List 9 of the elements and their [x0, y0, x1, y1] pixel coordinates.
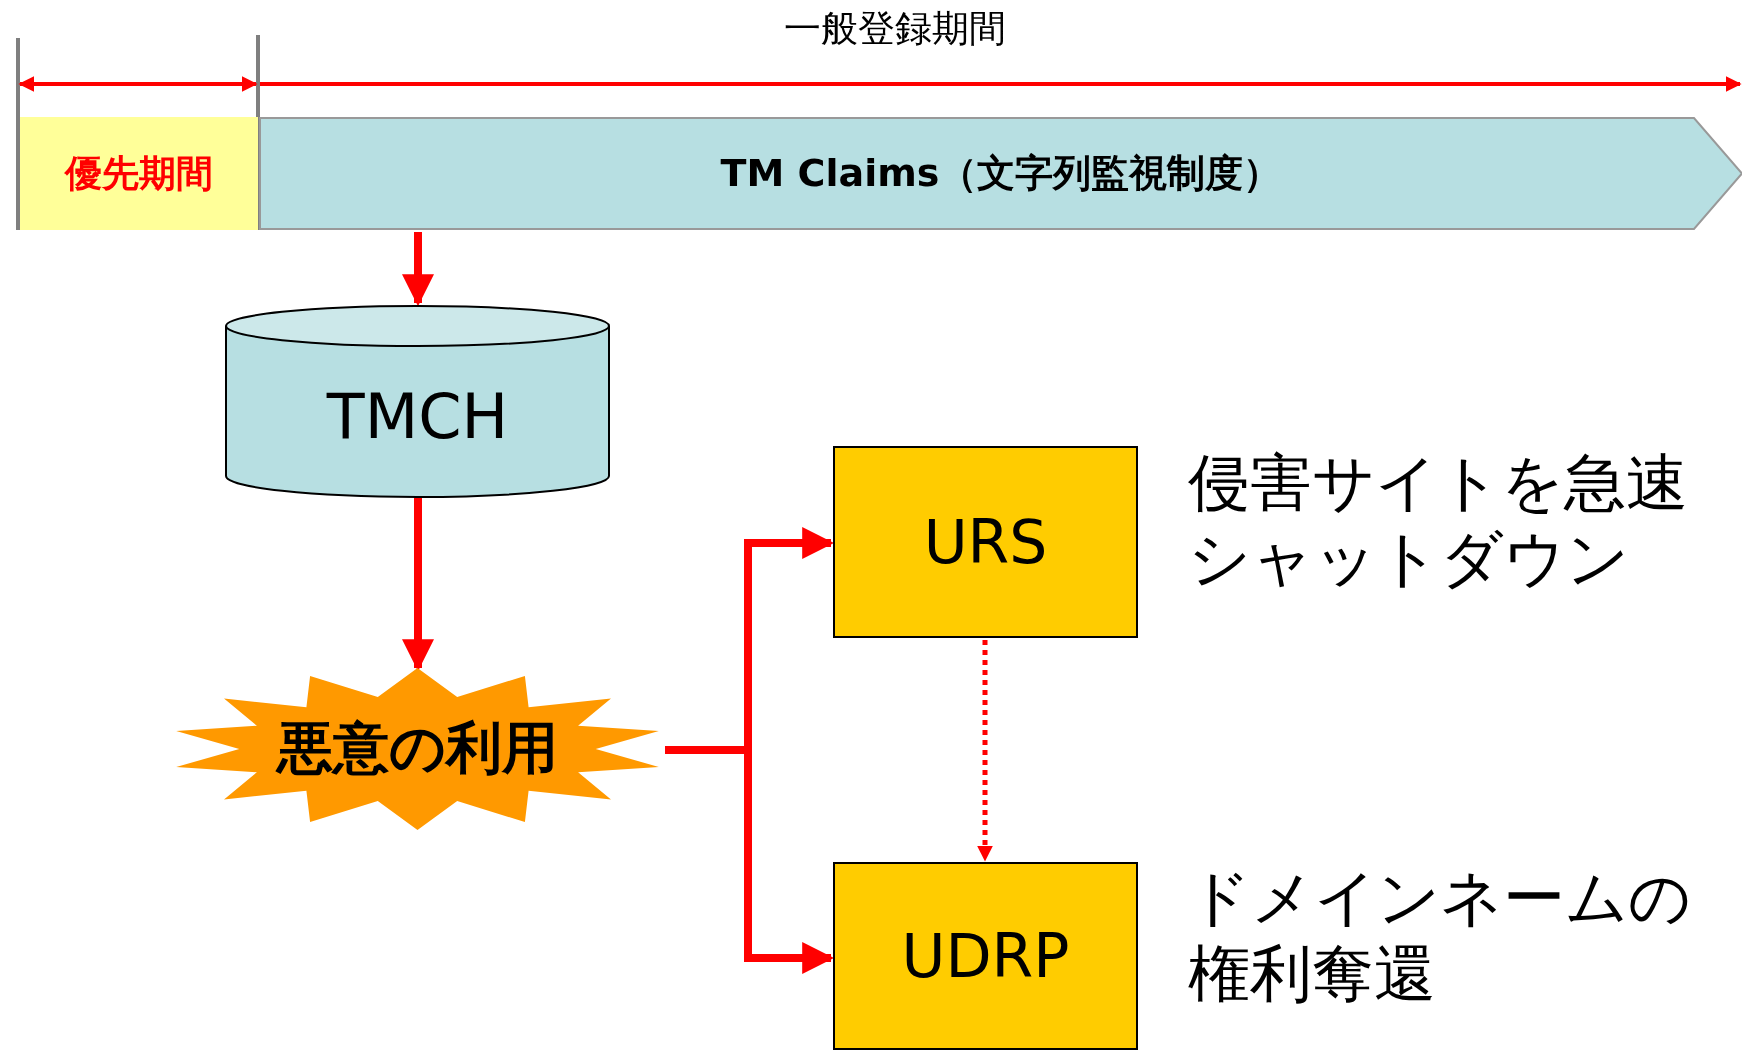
period-label: 一般登録期間: [783, 6, 1007, 52]
arrow: [977, 640, 993, 862]
period-band: TM Claims（文字列監視制度）: [260, 117, 1742, 230]
description-text: ドメインネームの権利奪還: [1188, 860, 1692, 1012]
period-box: 優先期間: [20, 117, 258, 230]
database-cylinder: TMCH: [225, 305, 610, 497]
process-box: UDRP: [833, 862, 1138, 1050]
process-box: URS: [833, 446, 1138, 638]
description-text: 侵害サイトを急速シャットダウン: [1188, 445, 1689, 597]
